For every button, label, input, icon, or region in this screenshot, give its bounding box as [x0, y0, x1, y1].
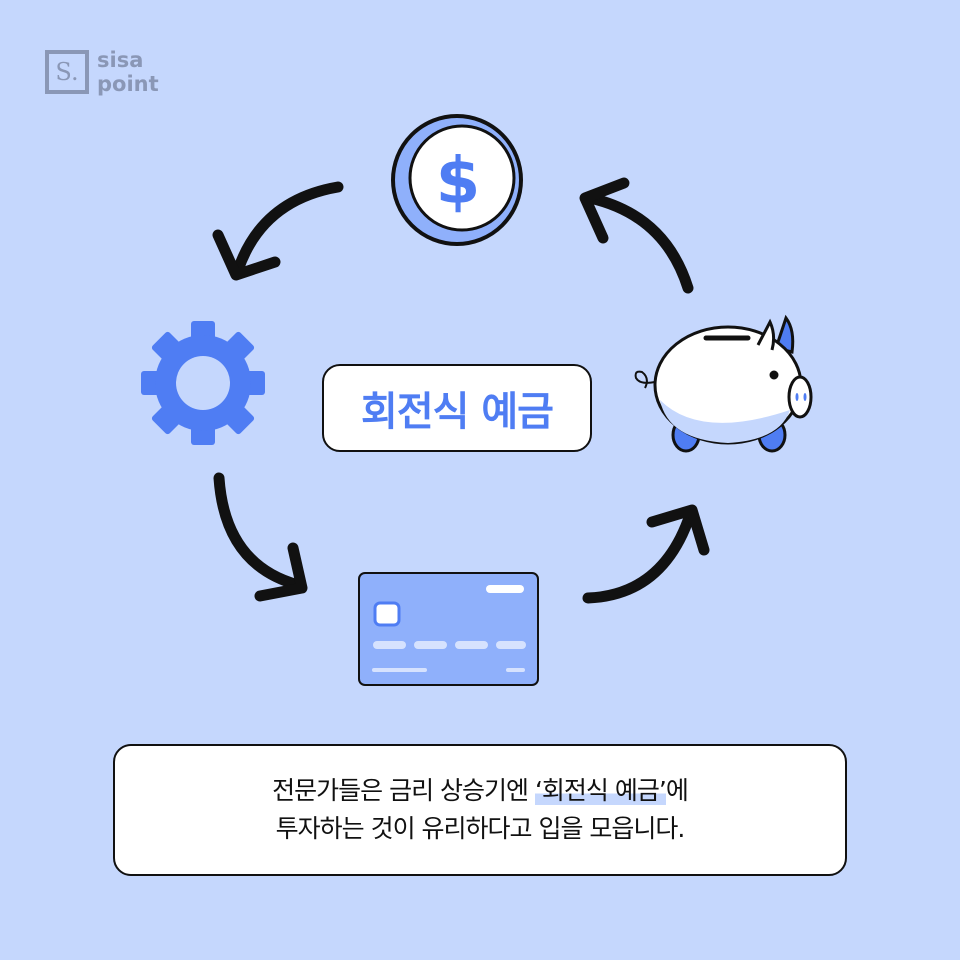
caption-text: 에	[665, 776, 689, 805]
logo-line2: point	[97, 72, 159, 96]
caption-highlight: ‘회전식 예금’	[534, 776, 667, 805]
svg-text:$: $	[436, 145, 481, 219]
dollar-coin-icon: $	[391, 114, 523, 246]
arrow-card-to-piggy-icon	[582, 504, 710, 604]
caption-line2: 투자하는 것이 유리하다고 입을 모읍니다.	[275, 814, 686, 843]
title-text: 회전식 예금	[361, 389, 554, 435]
caption-line1: 전문가들은 금리 상승기엔 ‘회전식 예금’에	[272, 772, 689, 810]
arrow-coin-to-gear-icon	[212, 181, 344, 281]
caption-text: 전문가들은 금리 상승기엔	[272, 776, 535, 805]
logo-line1: sisa	[97, 48, 144, 72]
arrow-piggy-to-coin-icon	[579, 177, 694, 294]
credit-card-icon	[358, 572, 539, 686]
gear-icon	[141, 321, 265, 445]
arrow-gear-to-card-icon	[213, 472, 308, 602]
piggy-bank-icon	[634, 314, 813, 453]
sisapoint-logo: S. sisa point	[45, 48, 159, 96]
title-box: 회전식 예금	[322, 364, 592, 452]
caption-box: 전문가들은 금리 상승기엔 ‘회전식 예금’에 투자하는 것이 유리하다고 입을…	[113, 744, 847, 876]
logo-mark: S.	[45, 50, 89, 94]
